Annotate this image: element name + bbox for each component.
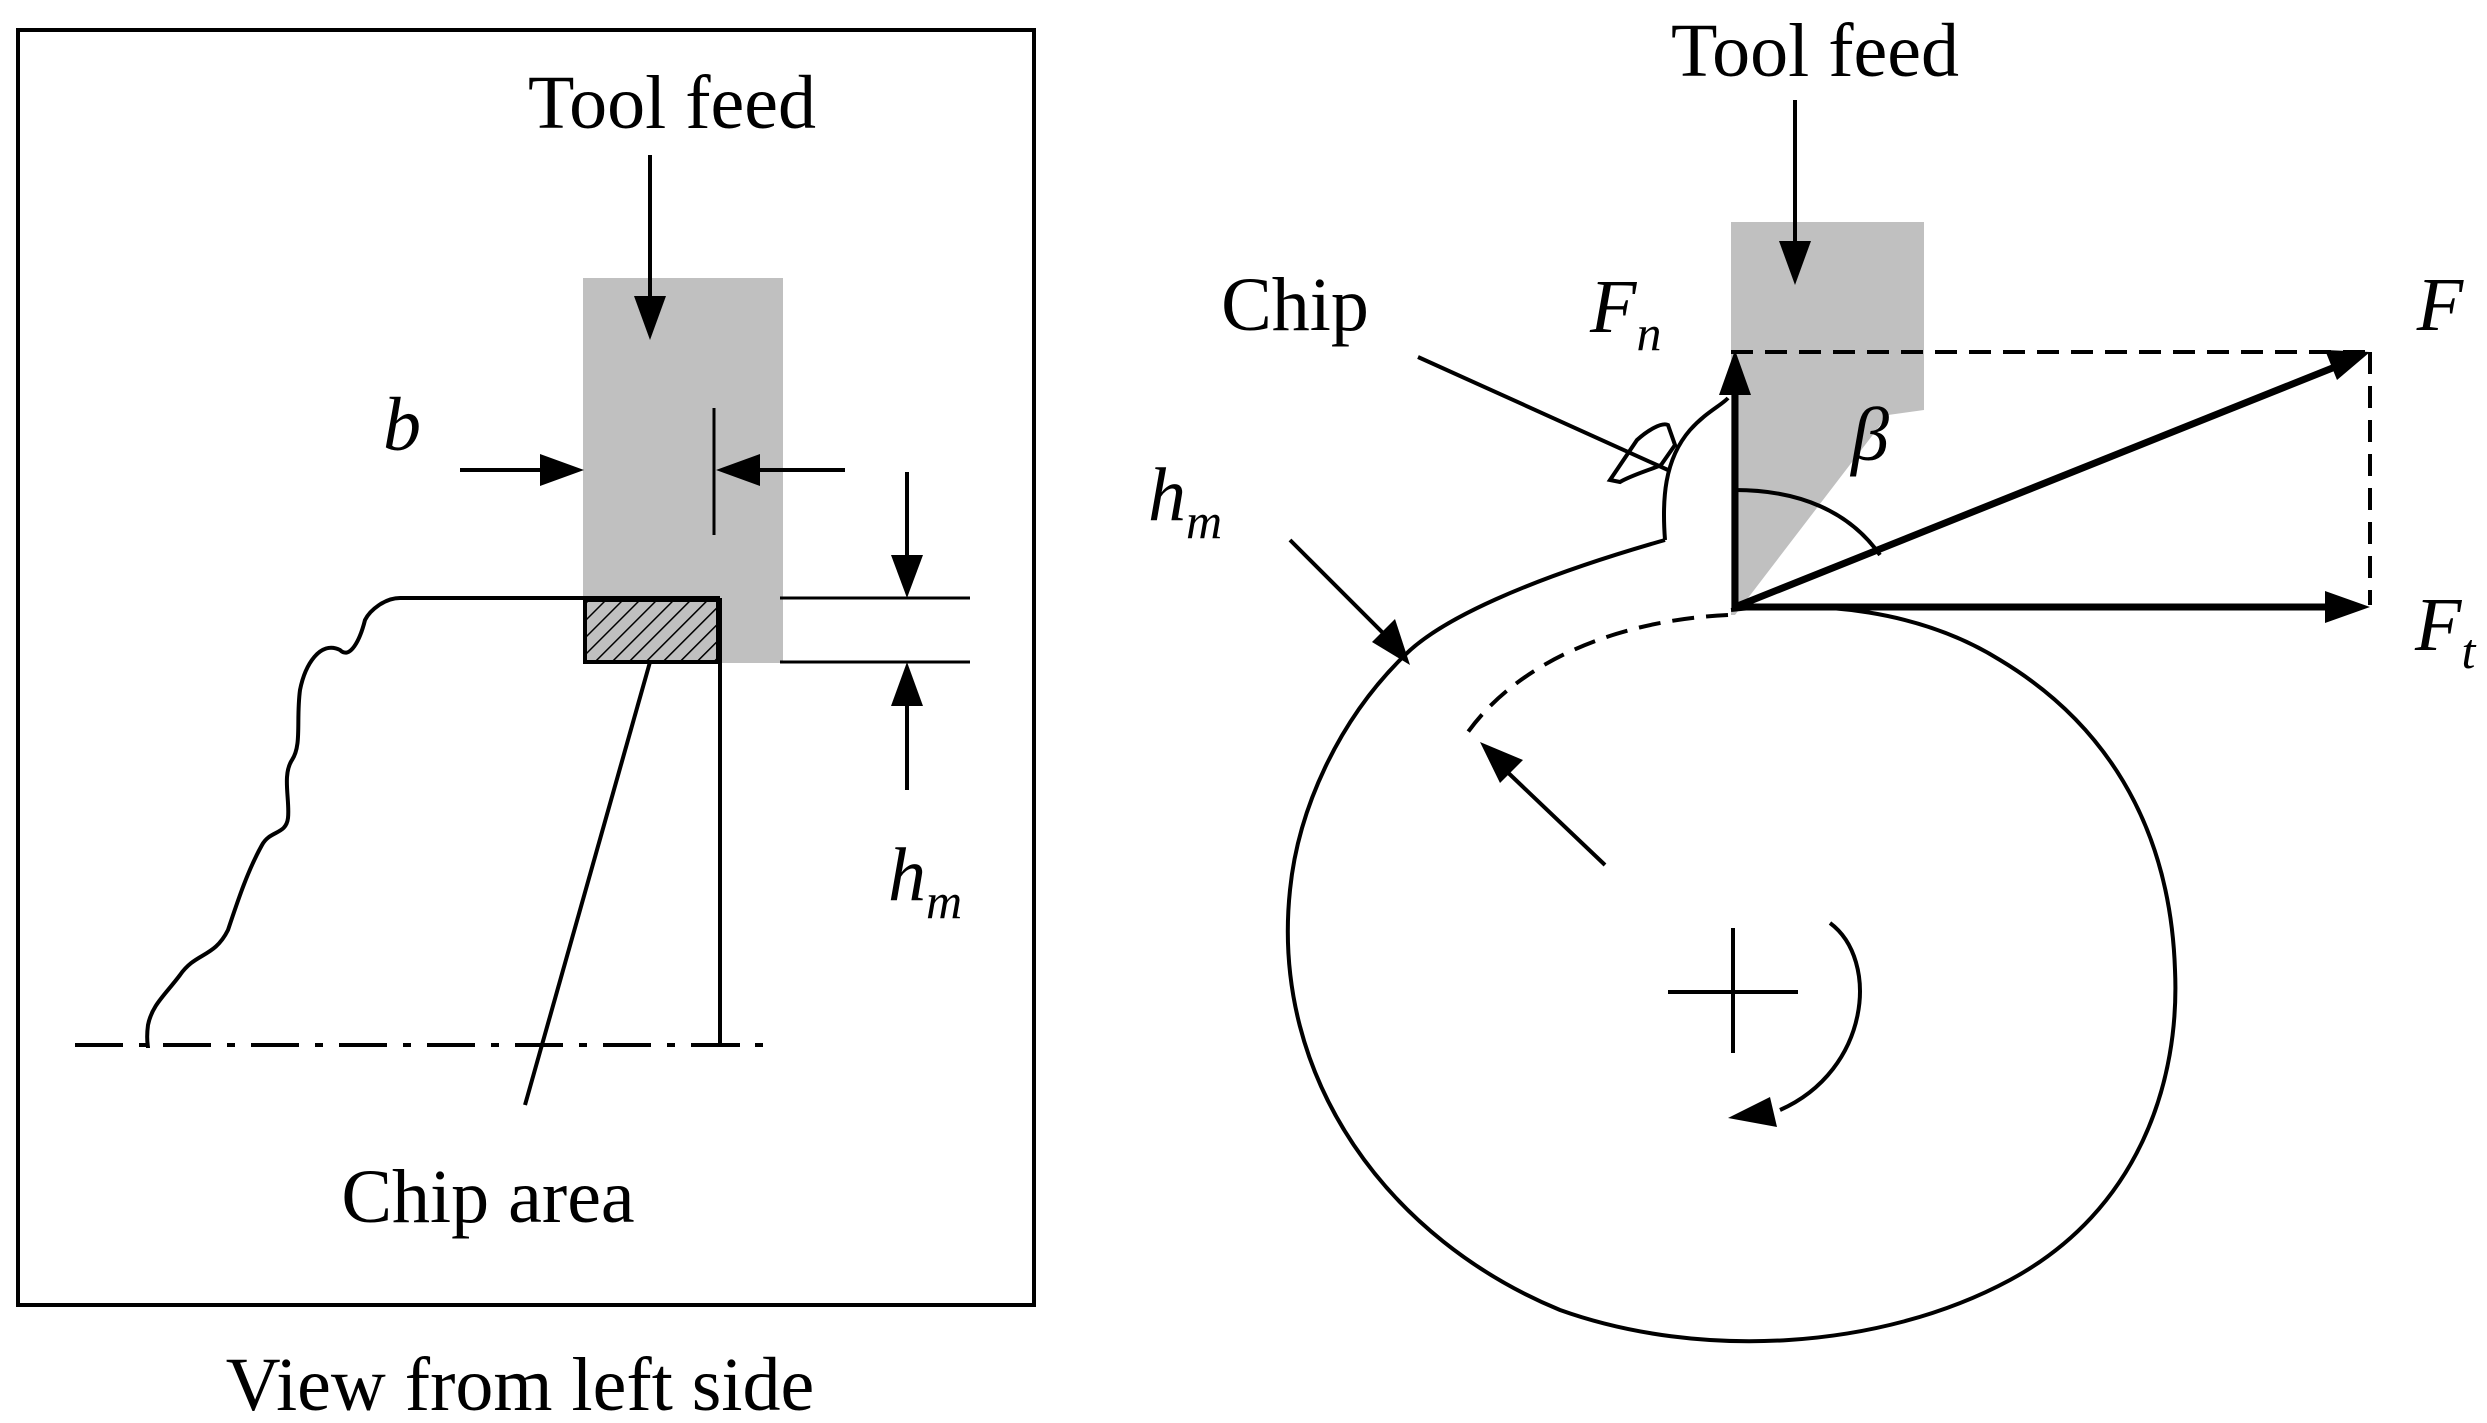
- chip-area-label: Chip area: [341, 1155, 634, 1239]
- center-cross: [1668, 928, 1798, 1053]
- tool-feed-arrow-right: [1779, 100, 1811, 285]
- resultant-vector: [1733, 350, 2370, 611]
- width-b-dimension: [460, 408, 845, 535]
- workpiece-circle: [1285, 538, 2178, 1344]
- chip-curl: [1606, 396, 1730, 541]
- cut-path-dashed: [1466, 613, 1729, 734]
- chip-area-hatched: [583, 598, 720, 664]
- ft-label: Ft: [2414, 583, 2476, 679]
- left-view: Tool feed b Chip area: [16, 28, 1036, 1423]
- depth-hm-label-left: hm: [888, 833, 962, 929]
- angle-beta-arc: [1734, 488, 1882, 557]
- chip-leader: [1417, 355, 1669, 472]
- depth-hm-dimension-left: [780, 472, 970, 790]
- depth-hm-leader-right: [1288, 538, 1392, 642]
- fn-label: Fn: [1589, 265, 1661, 361]
- depth-hm-label-right: hm: [1148, 453, 1222, 549]
- rotation-arrowhead: [1728, 1097, 1777, 1127]
- chip-label: Chip: [1221, 263, 1369, 347]
- rotation-indicator-arrowhead: [1480, 742, 1523, 783]
- tool-feed-label-left: Tool feed: [528, 61, 816, 145]
- rotation-arrow: [1779, 921, 1862, 1112]
- tool-body-right: [1731, 222, 1924, 615]
- workpiece-profile-left: [145, 596, 720, 1049]
- fn-vector: [1719, 350, 1751, 610]
- depth-hm-arrowhead-right: [1372, 619, 1410, 665]
- left-view-caption: View from left side: [226, 1343, 814, 1423]
- tool-feed-label-right: Tool feed: [1671, 9, 1959, 93]
- rotation-indicator-line: [1498, 763, 1607, 867]
- tool-feed-arrow-left: [634, 155, 666, 340]
- ft-vector: [1735, 591, 2370, 623]
- resultant-f-label: F: [2416, 263, 2465, 347]
- width-b-label: b: [383, 383, 421, 467]
- chip-area-leader: [523, 661, 652, 1106]
- force-construction-lines: [1731, 350, 2372, 605]
- angle-beta-label: β: [1849, 393, 1889, 477]
- right-view: Tool feed Chip hm: [1148, 9, 2476, 1344]
- left-view-frame: [16, 28, 1036, 1307]
